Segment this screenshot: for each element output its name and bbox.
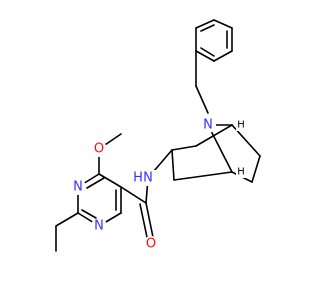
bond-c2-c3 — [171, 145, 197, 151]
bond-upper-c2 — [195, 124, 233, 147]
atom-o-carbonyl-label: O — [146, 237, 156, 252]
bond-pyr-inner-2 — [81, 209, 97, 219]
molecule-structure: N H H N H O O N N — [55, 19, 261, 252]
atom-nh-amide: N H — [133, 170, 156, 186]
atom-o-carbonyl: O — [143, 236, 159, 252]
bond-c2-ethyl — [55, 212, 79, 227]
bond-benzene-1 — [195, 19, 215, 29]
bond-ch2-n-bridge — [195, 85, 209, 114]
atom-h-bridgehead-lower-label: H — [237, 167, 245, 178]
atom-n-pyrimidine-1-label: N — [94, 219, 104, 234]
bond-benzene-inner-3 — [200, 47, 215, 57]
atom-nh-amide-n-label: N — [143, 171, 153, 186]
atom-n-bridge-label: N — [203, 118, 213, 133]
bond-carbonyl-o-2 — [139, 203, 149, 243]
bond-n-bridgehead-lower — [207, 124, 233, 173]
bond-c3-c4 — [171, 149, 175, 181]
atom-n-pyrimidine-3: N — [70, 179, 86, 195]
atom-o-methoxy: O — [91, 141, 107, 157]
atom-o-methoxy-label: O — [94, 142, 104, 157]
bonds — [55, 19, 261, 252]
bond-carbonyl-pyrimidine — [120, 186, 147, 204]
bond-benzene-5 — [195, 50, 215, 62]
bond-carbonyl-o-1 — [145, 202, 155, 243]
bond-benzene-2 — [213, 19, 233, 29]
atom-n-bridge: N — [200, 117, 216, 133]
atom-h-bridgehead-upper-label: H — [237, 120, 245, 131]
bond-pyr-c5-c4 — [98, 173, 122, 188]
atom-n-pyrimidine-3-label: N — [73, 180, 83, 195]
bond-c7-c6 — [251, 155, 261, 183]
bond-benzene-4 — [213, 50, 233, 62]
bond-c4-lower — [173, 171, 233, 181]
atom-nh-amide-h-label: H — [133, 171, 143, 186]
atom-h-bridgehead-lower: H — [236, 166, 246, 178]
bond-benzene-inner-1 — [200, 24, 215, 32]
bond-pyr-inner-1 — [86, 177, 105, 189]
atom-h-bridgehead-upper: H — [236, 119, 246, 131]
atom-n-pyrimidine-1: N — [91, 218, 107, 234]
